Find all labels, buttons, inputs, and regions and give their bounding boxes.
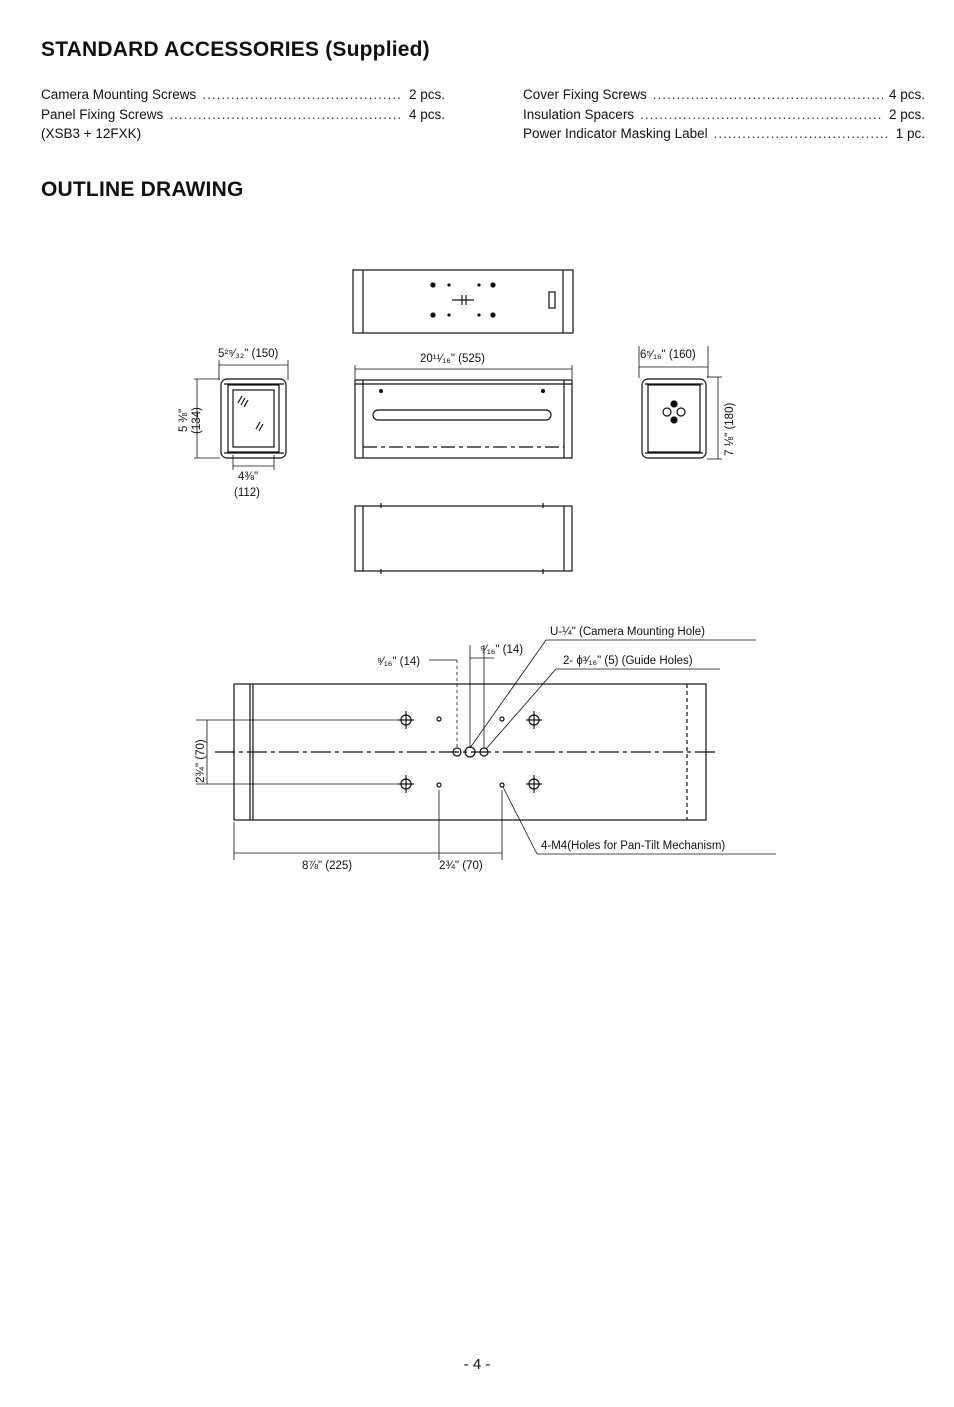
accessory-item: Power Indicator Masking Label 1 pc.	[523, 124, 925, 144]
accessory-item: Camera Mounting Screws 2 pcs.	[41, 85, 445, 105]
top-view	[352, 269, 574, 334]
dim-70: 2¾" (70)	[439, 860, 483, 872]
accessories-heading: STANDARD ACCESSORIES (Supplied)	[41, 38, 430, 61]
accessory-label: Cover Fixing Screws	[523, 87, 647, 102]
accessories-right-list: Cover Fixing Screws 4 pcs. Insulation Sp…	[523, 85, 925, 144]
accessory-qty: 4 pcs.	[408, 106, 445, 122]
label-guide-holes: 2- ϕ³⁄₁₆" (5) (Guide Holes)	[563, 655, 693, 667]
dim-front-height-mm: (134)	[191, 407, 203, 434]
accessory-label: (XSB3 + 12FXK)	[41, 126, 142, 141]
accessory-qty: 2 pcs.	[408, 87, 445, 102]
label-pan-tilt-holes: 4-M4(Holes for Pan-Tilt Mechanism)	[541, 840, 725, 852]
front-view	[194, 360, 289, 470]
dim-front-bottom-in: 4⅜"	[238, 471, 258, 483]
rear-view	[638, 346, 722, 460]
page-number: - 4 -	[463, 1356, 491, 1373]
accessories-left-list: Camera Mounting Screws 2 pcs. Panel Fixi…	[41, 85, 445, 144]
accessory-qty: 4 pcs.	[888, 87, 925, 102]
bottom-small-view	[354, 503, 573, 574]
accessory-item: Panel Fixing Screws 4 pcs.	[41, 105, 445, 125]
dim-rear-height: 7 ⅛" (180)	[724, 403, 736, 456]
outline-heading: OUTLINE DRAWING	[41, 178, 244, 201]
dim-side-length: 20¹¹⁄₁₆" (525)	[420, 353, 485, 365]
accessory-item: (XSB3 + 12FXK)	[41, 124, 445, 144]
label-camera-hole: U-¼" (Camera Mounting Hole)	[550, 626, 705, 638]
dim-right-14: ⁹⁄₁₆" (14)	[480, 644, 523, 656]
accessory-qty: 1 pc.	[895, 126, 925, 141]
dim-front-bottom-mm: (112)	[234, 487, 260, 499]
side-view	[354, 365, 573, 459]
accessory-label: Panel Fixing Screws	[41, 106, 164, 122]
dim-front-width: 5²⁹⁄₃₂" (150)	[218, 348, 279, 360]
dim-front-height-in: 5 ⅜"	[178, 409, 190, 432]
accessory-item: Cover Fixing Screws 4 pcs.	[523, 85, 925, 105]
accessory-item: Insulation Spacers 2 pcs.	[523, 105, 925, 125]
accessory-label: Power Indicator Masking Label	[523, 126, 708, 141]
accessory-qty: 2 pcs.	[888, 106, 925, 122]
dim-left-14: ⁹⁄₁₆" (14)	[377, 656, 420, 668]
dim-rear-width: 6⁵⁄₁₆" (160)	[640, 349, 696, 361]
large-bottom-view	[196, 639, 776, 860]
dim-225: 8⅞" (225)	[302, 860, 352, 872]
accessory-label: Insulation Spacers	[523, 106, 635, 122]
accessory-label: Camera Mounting Screws	[41, 87, 197, 102]
dim-vertical-70: 2¾" (70)	[195, 739, 207, 783]
